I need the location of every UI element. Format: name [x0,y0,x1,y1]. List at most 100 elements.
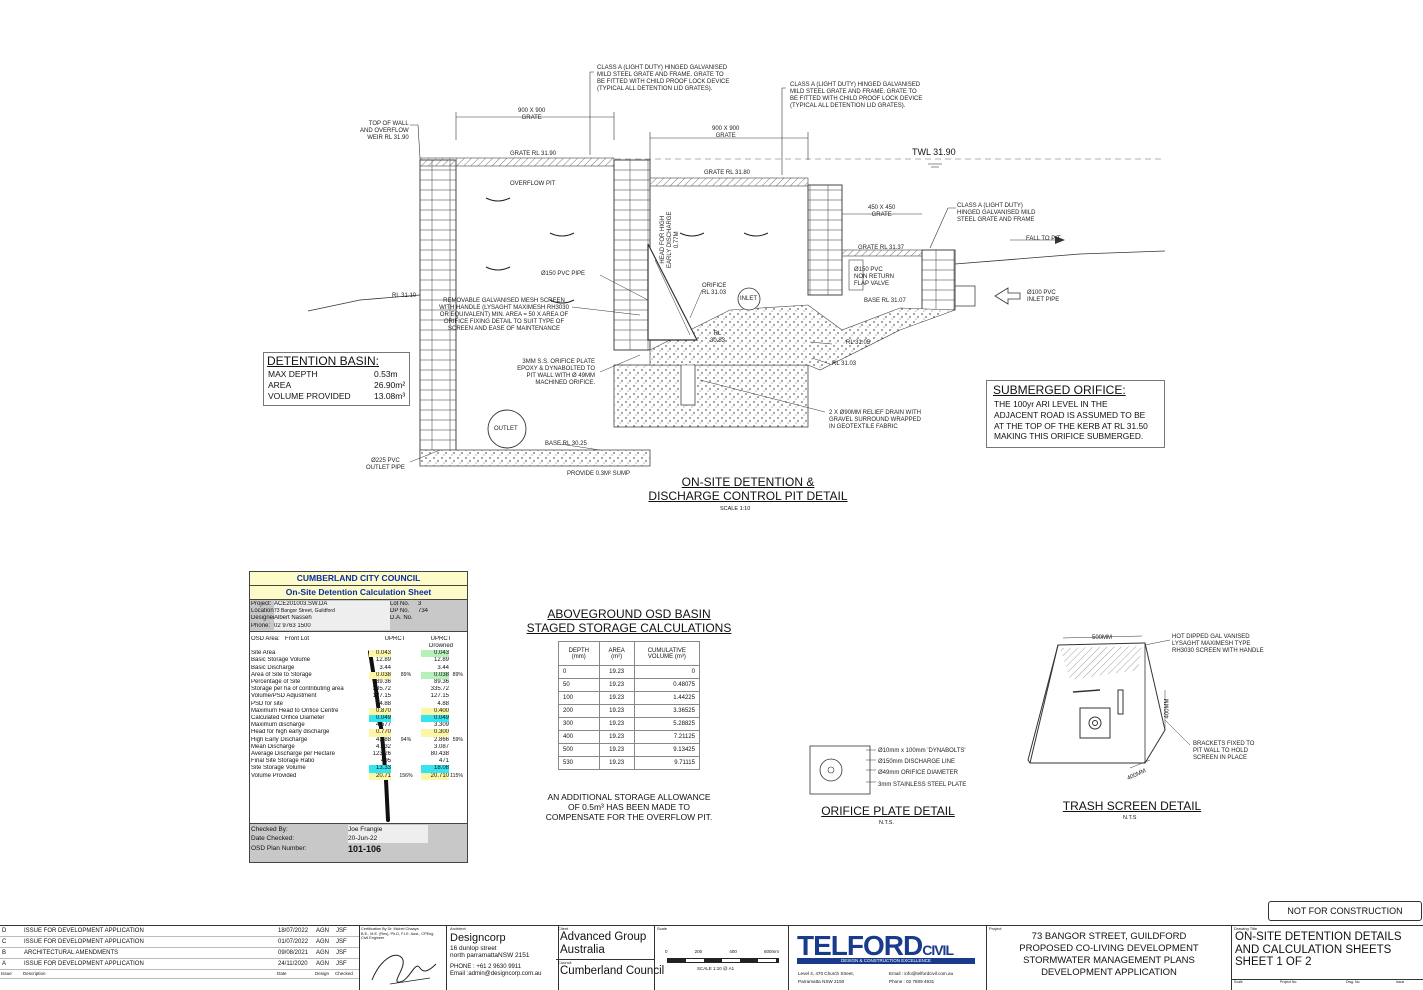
ground-left [307,294,421,312]
table-cell: 19.23 [598,678,635,692]
firm-logo: TELFORDCIVIL [797,930,954,961]
table-cell: 5.28825 [633,717,701,731]
label-base-rl-left: BASE RL 30.25 [545,441,587,447]
label-base-rl-right: BASE RL 31.07 [864,298,906,304]
flap-valve [848,259,864,291]
label-rl-3105: RL 31.05 [846,340,871,346]
firm-address: Level 4, 470 Church Street,Parramatta NS… [798,971,854,984]
scale-bar [667,958,779,963]
trash-screen-drawing [1027,635,1191,769]
table-cell: 1.44225 [633,691,701,705]
label-rl-left: RL 31.10 [392,293,417,299]
table-cell: 19.23 [598,730,635,744]
detention-basin-heading: DETENTION BASIN: [267,354,380,368]
outlet-pipe-circle [487,409,527,449]
calc-checked-info: Checked By:Joe Frangie Date Checked:20-J… [250,823,467,862]
firm-tagline: DESIGN & CONSTRUCTION EXCELLENCE [797,958,975,964]
table-cell: 400 [558,730,600,744]
inlet-pipe-circle [737,287,761,311]
middle-wall [613,159,651,351]
table-cell: 0 [558,665,600,679]
label-outlet: OUTLET [494,426,518,432]
table-cell: 100 [558,691,600,705]
table-cell: 500 [558,743,600,757]
table-cell: 50 [558,678,600,692]
table-cell: 0 [633,665,701,679]
label-twl: TWL 31.90 [912,147,956,157]
trash-screen-dim-1: 500mm [1092,635,1113,641]
col-area: AREA(m²) [598,641,635,666]
label-fall-to-pit: FALL TO PIT [1026,236,1061,242]
basin-base [419,449,651,467]
trash-screen-dim-2: 400mm [1164,698,1171,719]
table-cell: 19.23 [598,756,635,770]
detail-scale-main: SCALE 1:10 [720,506,751,512]
grate-left [419,157,615,167]
left-wall [419,159,457,461]
orifice-plate-notes: Ø10mm x 100mm 'DYNABOLTS'Ø150mm DISCHARG… [878,748,967,788]
not-for-construction-stamp: NOT FOR CONSTRUCTION [1268,901,1422,921]
label-grate-rl-3: GRATE RL 31.37 [858,245,905,251]
ground-right [954,250,1166,265]
table-cell: 530 [558,756,600,770]
right-wall [807,184,843,296]
calc-subtitle: On-Site Detention Calculation Sheet [250,586,467,600]
label-inlet: INLET [740,296,758,302]
scale-text: SCALE 1:10 @ A1 [697,966,735,971]
table-cell: 9.71115 [633,756,701,770]
submerged-orifice-heading: SUBMERGED ORIFICE: [993,383,1126,397]
osd-calculation-sheet: CUMBERLAND CITY COUNCIL On-Site Detentio… [249,571,468,863]
trash-screen-title: TRASH SCREEN DETAIL [1062,799,1202,813]
orifice-plate-drawing [809,745,876,795]
orifice-plate-scale: N.T.S. [879,820,894,826]
signature [371,954,437,985]
label-grate-rl-1: GRATE RL 31.90 [510,151,557,157]
pit-floor [649,304,956,371]
fall-arrow [1055,236,1065,244]
calc-council-title: CUMBERLAND CITY COUNCIL [250,572,467,586]
label-overflow-pit: OVERFLOW PIT [510,181,556,187]
